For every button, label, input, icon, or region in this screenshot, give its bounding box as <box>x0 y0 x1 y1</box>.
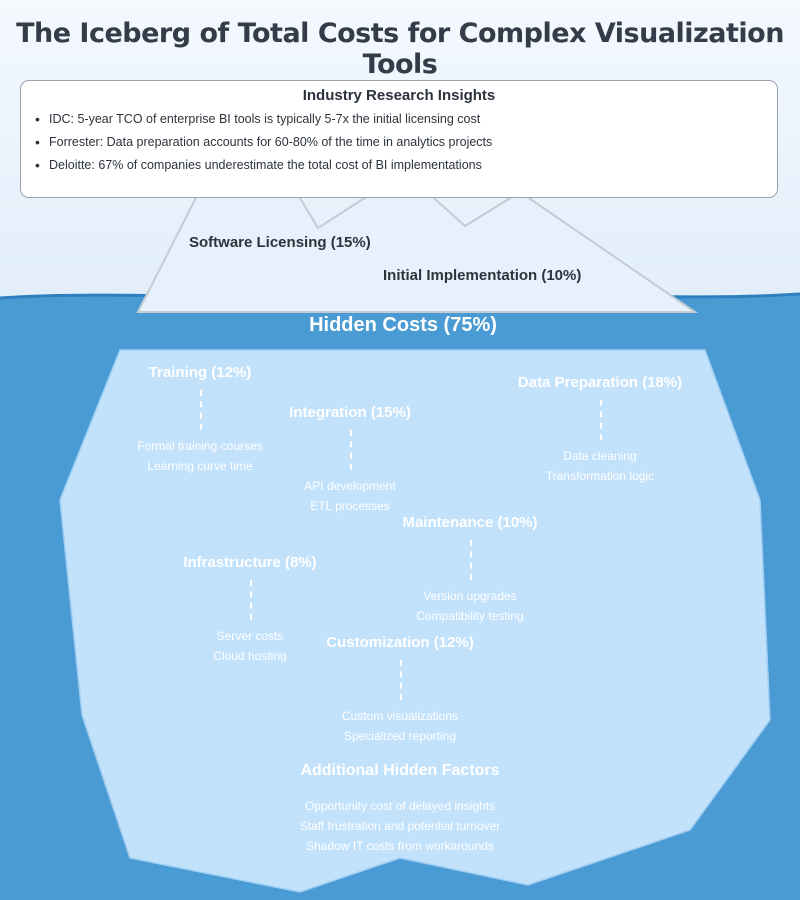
detail-item: Custom visualizations <box>341 709 459 723</box>
hidden-costs-title: Hidden Costs (75%) <box>309 314 497 336</box>
data-preparation-details: Data cleaning Transformation logic <box>470 446 730 486</box>
detail-item: Server costs <box>216 629 284 643</box>
additional-factors-title: Additional Hidden Factors <box>300 762 500 779</box>
detail-item: Data cleaning <box>563 449 637 463</box>
detail-item: Transformation logic <box>545 469 655 483</box>
category-data-preparation-title: Data Preparation (18%) <box>517 374 683 391</box>
detail-item: API development <box>304 479 396 493</box>
customization-connector <box>400 660 402 700</box>
training-connector <box>200 390 202 430</box>
detail-item: Version upgrades <box>423 589 517 603</box>
infrastructure-details: Server costs Cloud hosting <box>120 626 380 666</box>
category-customization-title: Customization (12%) <box>326 634 474 651</box>
initial-implementation-label: Initial Implementation (10%) <box>383 267 582 284</box>
category-infrastructure-title: Infrastructure (8%) <box>183 554 317 571</box>
detail-item: Learning curve time <box>147 459 253 473</box>
page-title: The Iceberg of Total Costs for Complex V… <box>16 18 784 80</box>
maintenance-connector <box>470 540 472 580</box>
detail-item: Specialized reporting <box>343 729 457 743</box>
category-training-title: Training (12%) <box>148 364 252 381</box>
software-licensing-label: Software Licensing (15%) <box>189 234 371 251</box>
infrastructure-connector <box>250 580 252 620</box>
integration-details: API development ETL processes <box>220 476 480 516</box>
detail-item: Formal training courses <box>137 439 263 453</box>
iceberg-underwater <box>59 349 771 893</box>
insight-item: Forrester: Data preparation accounts for… <box>35 134 763 150</box>
factor-item: Opportunity cost of delayed insights <box>304 799 496 813</box>
insight-item: Deloitte: 67% of companies underestimate… <box>35 157 763 173</box>
detail-item: Compatibility testing <box>416 609 524 623</box>
insights-list: IDC: 5-year TCO of enterprise BI tools i… <box>35 111 763 173</box>
category-maintenance-title: Maintenance (10%) <box>402 514 538 531</box>
insight-item: IDC: 5-year TCO of enterprise BI tools i… <box>35 111 763 127</box>
customization-details: Custom visualizations Specialized report… <box>270 706 530 746</box>
factor-item: Staff frustration and potential turnover <box>299 819 501 833</box>
maintenance-details: Version upgrades Compatibility testing <box>340 586 600 626</box>
factor-item: Shadow IT costs from workarounds <box>306 839 494 853</box>
category-integration-title: Integration (15%) <box>289 404 411 421</box>
data-preparation-connector <box>600 400 602 440</box>
integration-connector <box>350 430 352 470</box>
detail-item: ETL processes <box>310 499 390 513</box>
detail-item: Cloud hosting <box>213 649 287 663</box>
insights-panel: Industry Research Insights IDC: 5-year T… <box>20 80 778 198</box>
additional-factors-list: Opportunity cost of delayed insights Sta… <box>250 796 550 856</box>
insights-title: Industry Research Insights <box>302 87 496 104</box>
training-details: Formal training courses Learning curve t… <box>70 436 330 476</box>
